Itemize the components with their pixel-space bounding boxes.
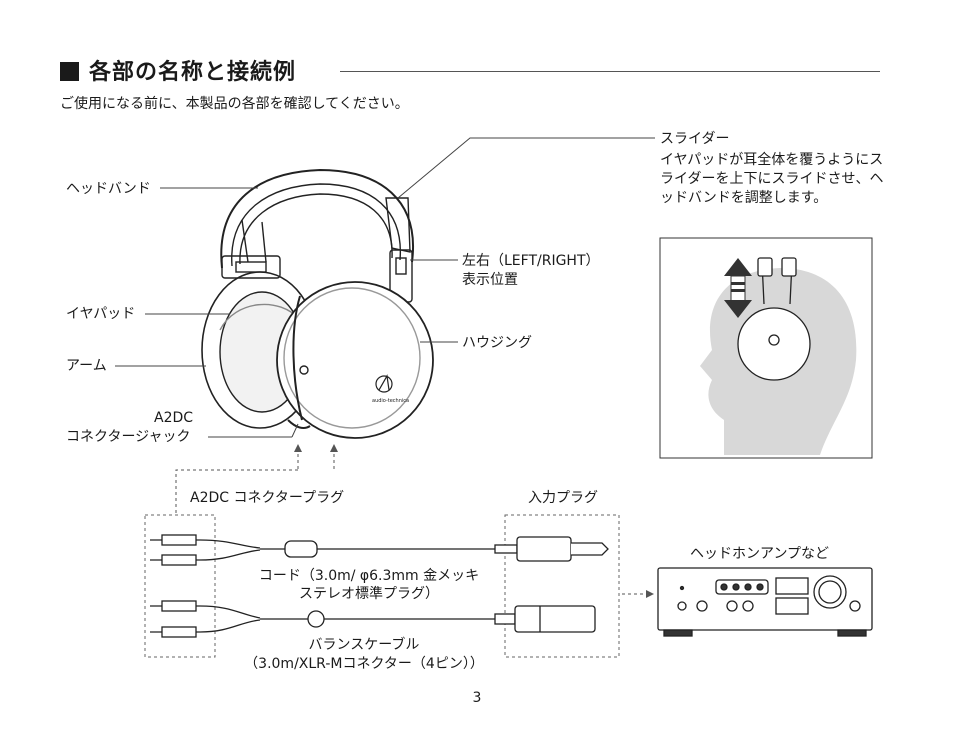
intro-text: ご使用になる前に、本製品の各部を確認してください。 <box>60 96 409 112</box>
slider-description: イヤパッドが耳全体を覆うようにスライダーを上下にスライドさせ、ヘッドバンドを調整… <box>660 152 884 206</box>
arrow-head <box>294 444 302 452</box>
label-indicator-position: 表示位置 <box>462 272 518 288</box>
heading-square-marker <box>60 62 79 81</box>
label-amp: ヘッドホンアンプなど <box>690 546 830 562</box>
headphone-illustration: audio-technica <box>201 168 434 439</box>
label-balance-spec: （3.0m/XLR-Mコネクター（4ピン）） <box>244 656 484 672</box>
amp-connect-arrow <box>622 590 654 598</box>
page-number: 3 <box>472 690 482 706</box>
up-down-arrow <box>724 258 752 318</box>
balance-cable <box>150 600 596 638</box>
slider-title: スライダー <box>660 131 730 147</box>
section-title: 各部の名称と接続例 <box>89 60 297 85</box>
label-input-plug: 入力プラグ <box>528 490 598 506</box>
section-heading: 各部の名称と接続例 <box>60 54 296 86</box>
heading-rule <box>340 71 880 72</box>
slider-headphone <box>737 257 811 381</box>
label-cord-line1: コード（3.0m/ φ6.3mm 金メッキ <box>258 568 480 584</box>
leader-lines <box>115 137 655 438</box>
stereo-cord <box>150 534 609 566</box>
label-a2dc-plug: A2DC コネクタープラグ <box>190 490 345 506</box>
label-earpad: イヤパッド <box>66 306 136 322</box>
arrow-head <box>330 444 338 452</box>
amplifier-illustration <box>657 567 873 637</box>
label-connector-jack: コネクタージャック <box>66 429 191 445</box>
label-balance-cable: バランスケーブル <box>308 637 420 653</box>
input-plug-box <box>504 514 620 658</box>
label-cord-line2: ステレオ標準プラグ） <box>299 586 439 602</box>
label-headband: ヘッドバンド <box>66 181 151 197</box>
svg-text:audio-technica: audio-technica <box>372 398 409 404</box>
a2dc-plug-box <box>144 514 216 658</box>
label-housing: ハウジング <box>462 335 532 351</box>
jack-connect-arrows <box>175 448 335 514</box>
label-a2dc: A2DC <box>154 410 194 426</box>
label-arm: アーム <box>66 358 107 374</box>
label-left-right: 左右（LEFT/RIGHT） <box>462 253 600 269</box>
